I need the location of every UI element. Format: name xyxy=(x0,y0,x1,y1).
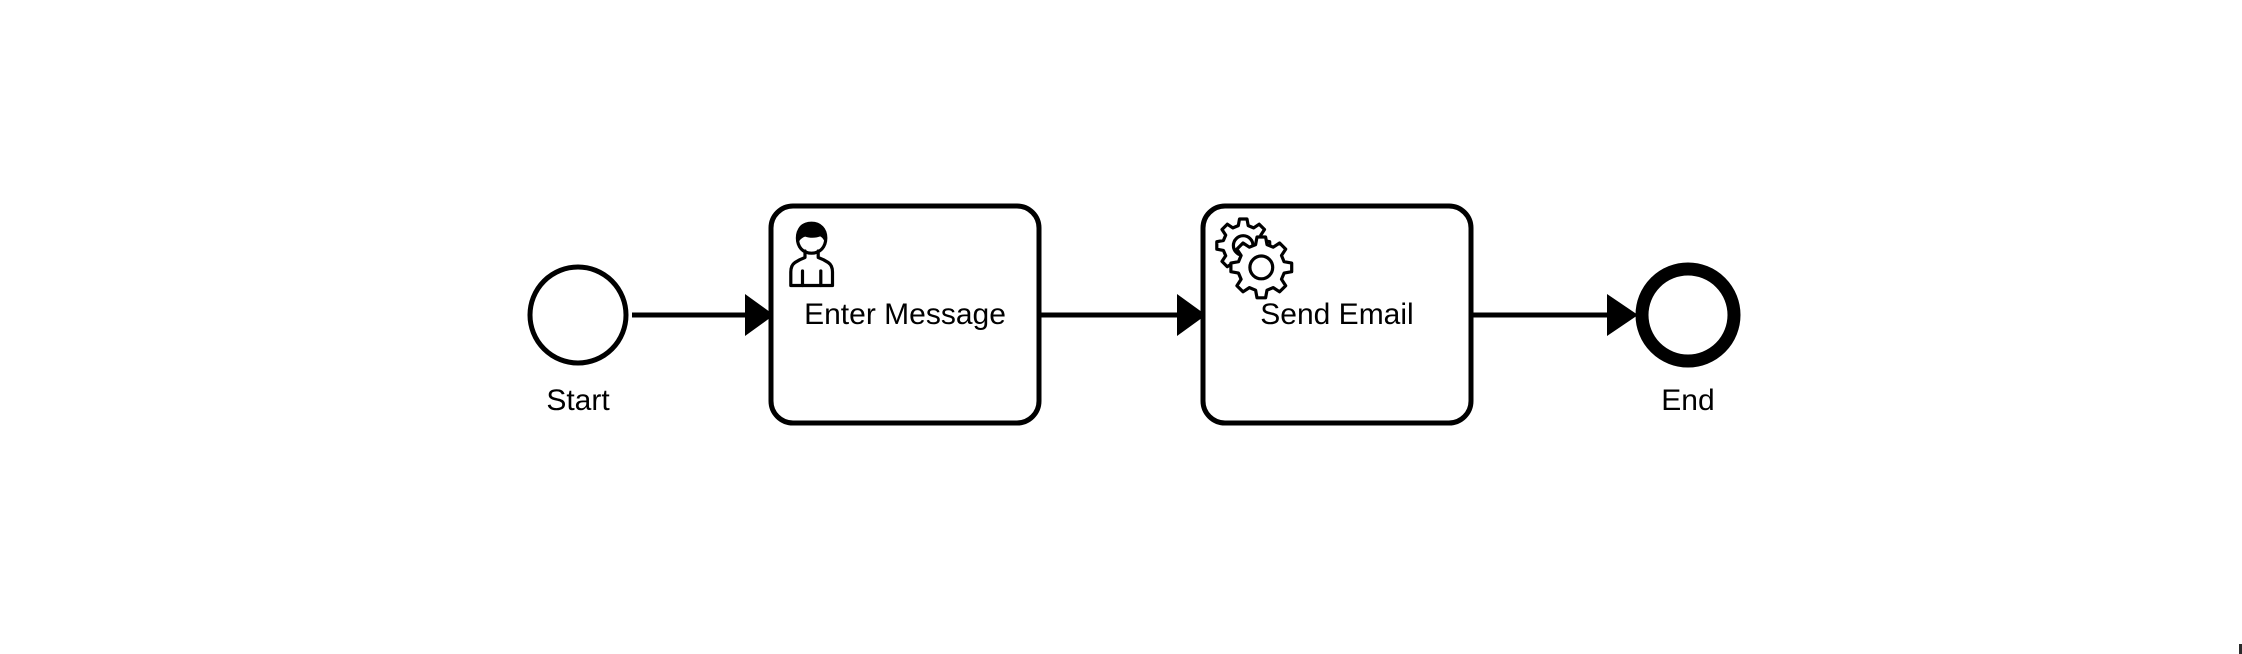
task-enter-message-box xyxy=(768,203,1042,426)
task-enter-message-label: Enter Message xyxy=(804,298,1006,331)
task-send-email[interactable]: Send Email xyxy=(1200,203,1474,426)
gear-icon xyxy=(1215,217,1294,300)
start-event[interactable]: Start xyxy=(527,264,629,417)
flow-enter-message-to-send-email-arrowhead xyxy=(1177,294,1206,336)
end-event-label: End xyxy=(1661,384,1714,417)
flow-start-to-enter-message[interactable] xyxy=(632,294,774,336)
end-event-circle-icon xyxy=(1635,262,1741,368)
flow-enter-message-to-send-email[interactable] xyxy=(1040,294,1206,336)
start-event-label: Start xyxy=(546,384,610,417)
end-event[interactable]: End xyxy=(1635,262,1741,417)
flow-start-to-enter-message-arrowhead xyxy=(745,294,774,336)
corner-artifact xyxy=(2239,644,2242,654)
flow-send-email-to-end[interactable] xyxy=(1472,294,1638,336)
task-enter-message[interactable]: Enter Message xyxy=(768,203,1042,426)
user-icon xyxy=(789,221,835,288)
flow-send-email-to-end-arrowhead xyxy=(1607,294,1638,336)
start-event-circle-icon xyxy=(527,264,629,366)
task-send-email-label: Send Email xyxy=(1260,298,1413,331)
